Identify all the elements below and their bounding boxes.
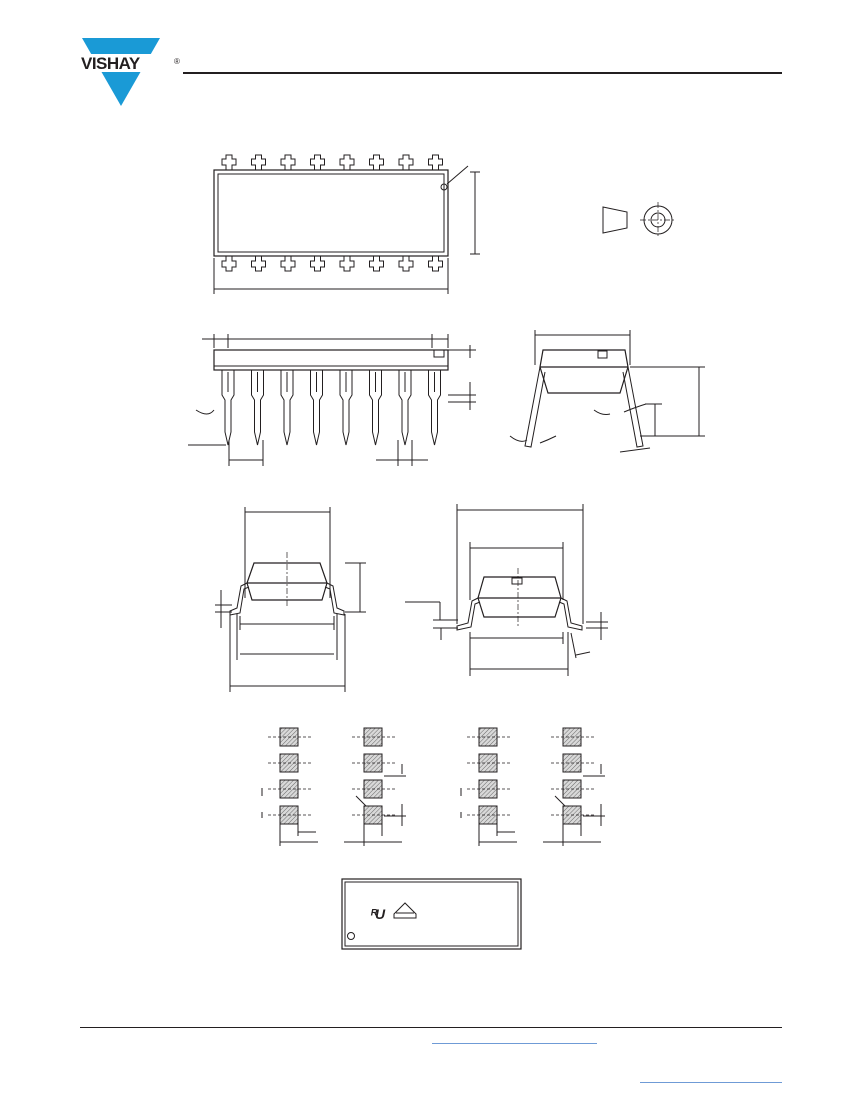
- top-pin-upper: [339, 154, 355, 170]
- ul-logo-icon: ᴿ: [370, 906, 378, 922]
- vde-logo-icon: [393, 902, 417, 919]
- side-pin: [398, 370, 412, 446]
- pin1-indicator: [440, 183, 448, 191]
- smd1-lead-right: [324, 582, 345, 616]
- end-view-body-top: [539, 349, 629, 368]
- top-view: [213, 154, 480, 294]
- top-pin-upper: [310, 154, 325, 170]
- end-view: [509, 330, 705, 453]
- top-pin-lower: [251, 256, 266, 272]
- top-pin-upper: [280, 154, 296, 170]
- end-view-lead-right: [622, 366, 644, 448]
- smd2-lead-left: [456, 597, 481, 631]
- side-view: [188, 334, 476, 466]
- top-pin-lower: [310, 256, 325, 272]
- side-pin: [221, 370, 235, 446]
- top-pin-upper: [398, 154, 414, 170]
- ul-logo-text: U: [375, 906, 386, 922]
- footer-link-right[interactable]: [640, 1082, 782, 1083]
- top-pin-lower: [280, 256, 296, 272]
- logo-band: [78, 54, 182, 72]
- side-pin: [251, 370, 264, 446]
- side-view-pins: [221, 370, 441, 446]
- pad-group: [460, 727, 517, 846]
- vishay-logo-graphic: VISHAY ®: [78, 38, 182, 106]
- vishay-logo: VISHAY ®: [78, 38, 186, 108]
- leader: [355, 795, 367, 807]
- leader: [575, 651, 591, 656]
- smd-option-2-view: [405, 504, 608, 676]
- logo-registered-mark: ®: [174, 57, 180, 66]
- side-view-notch: [433, 349, 445, 358]
- smd2-lead-right: [558, 597, 583, 631]
- pin-taper-side: [602, 206, 628, 234]
- leader: [570, 632, 577, 659]
- pin-detail: [602, 202, 676, 238]
- angle-arc: [539, 435, 557, 444]
- angle-arc: [195, 409, 215, 415]
- end-view-body-bottom: [539, 366, 629, 394]
- smd2-notch: [511, 577, 523, 585]
- top-pin-lower: [398, 256, 414, 272]
- smd2-body-top: [477, 576, 562, 599]
- side-pin: [428, 370, 441, 446]
- footer-rule: [80, 1027, 782, 1028]
- top-pin-upper: [369, 154, 384, 170]
- angle-arc: [593, 409, 611, 415]
- pin1-leader: [446, 165, 469, 185]
- top-pin-upper: [221, 154, 237, 170]
- end-view-notch: [597, 350, 608, 359]
- footer-link-center[interactable]: [432, 1043, 597, 1044]
- smd1-lead-left: [229, 582, 250, 616]
- top-view-body: [213, 169, 449, 257]
- top-view-body-inner: [217, 173, 445, 253]
- side-view-body: [213, 349, 449, 371]
- pad-group: [261, 727, 318, 846]
- top-pin-lower: [428, 256, 443, 272]
- top-pin-upper: [251, 154, 266, 170]
- angle-arc: [509, 435, 528, 442]
- smd-option-1-view: [215, 507, 366, 692]
- leader: [554, 795, 566, 807]
- smd2-body-bottom: [477, 597, 562, 618]
- header-rule: [183, 72, 782, 74]
- marking-pin1-dot: [347, 932, 355, 940]
- marking-diagram: ᴿ U: [341, 878, 522, 950]
- angle-arc: [623, 403, 647, 413]
- top-view-pins: [221, 154, 443, 272]
- end-view-lead-left: [524, 366, 546, 448]
- pad-group: [344, 727, 406, 846]
- marking-outer-frame: [341, 878, 522, 950]
- smd1-body-top: [246, 562, 328, 584]
- side-pin: [339, 370, 353, 446]
- top-pin-lower: [369, 256, 384, 272]
- side-pin: [310, 370, 323, 446]
- pad-group: [543, 727, 605, 846]
- top-pin-lower: [221, 256, 237, 272]
- top-pin-upper: [428, 154, 443, 170]
- footprint-pad-groups: [261, 727, 605, 846]
- top-pin-lower: [339, 256, 355, 272]
- marking-inner-frame: [344, 881, 519, 947]
- logo-text: VISHAY: [81, 54, 141, 73]
- side-pin: [369, 370, 382, 446]
- lead-thickness-dim: [619, 447, 651, 453]
- side-pin: [280, 370, 294, 446]
